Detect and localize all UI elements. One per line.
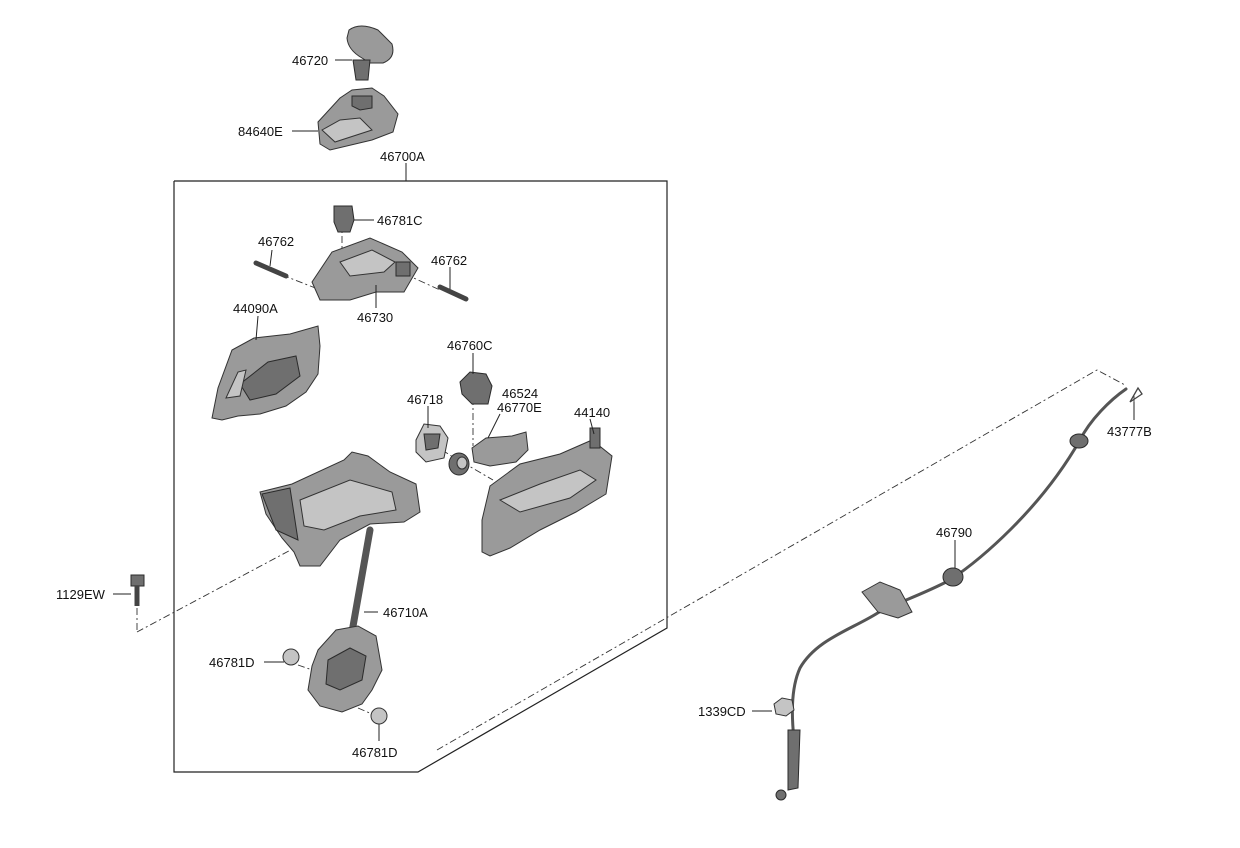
label-switch[interactable]: 46718 (407, 392, 443, 407)
cover-44140-part (481, 427, 613, 557)
label-46524[interactable]: 46524 (502, 386, 538, 401)
bolt-part (130, 574, 145, 606)
upper-housing-part (311, 237, 419, 301)
label-clip-cable[interactable]: 43777B (1107, 424, 1152, 439)
switch-46718-part (415, 423, 449, 463)
base-tray-part (259, 451, 421, 567)
bracket-left-part (211, 325, 321, 421)
label-knob[interactable]: 46720 (292, 53, 328, 68)
roller-part (448, 452, 470, 476)
nut-part (773, 697, 795, 717)
bushing-left-part (282, 648, 300, 666)
clip-46781c-part (333, 205, 355, 233)
pin-right-part (437, 284, 469, 302)
shift-knob-part (346, 25, 394, 81)
label-bolt[interactable]: 1129EW (56, 587, 106, 602)
label-bracket-left[interactable]: 44090A (233, 301, 278, 316)
label-cover-right[interactable]: 44140 (574, 405, 610, 420)
part-46524-46770e (471, 431, 529, 467)
label-boot[interactable]: 84640E (238, 124, 283, 139)
shift-boot-part (317, 87, 399, 151)
label-46770e[interactable]: 46770E (497, 400, 542, 415)
label-pin-left[interactable]: 46762 (258, 234, 294, 249)
label-sensor[interactable]: 46760C (447, 338, 493, 353)
label-clip-top[interactable]: 46781C (377, 213, 423, 228)
bushing-bottom-part (370, 707, 388, 725)
assembly-frame (173, 163, 668, 773)
label-pin-right[interactable]: 46762 (431, 253, 467, 268)
label-cable[interactable]: 46790 (936, 525, 972, 540)
label-lever[interactable]: 46710A (383, 605, 428, 620)
lever-shaft-part (348, 526, 374, 636)
shift-cable-part (775, 387, 1128, 801)
label-assembly[interactable]: 46700A (380, 149, 425, 164)
label-bushing-bottom[interactable]: 46781D (352, 745, 398, 760)
label-housing-upper[interactable]: 46730 (357, 310, 393, 325)
clip-43777b-part (1129, 386, 1143, 403)
label-bushing-left[interactable]: 46781D (209, 655, 255, 670)
sensor-46760c-part (459, 371, 493, 405)
part-labels: 46720 84640E 46700A 46781C 46762 46762 4… (56, 53, 1152, 760)
lever-base-part (307, 625, 383, 713)
leader-lines (113, 59, 1135, 741)
pin-left-part (253, 260, 289, 279)
label-nut[interactable]: 1339CD (698, 704, 746, 719)
